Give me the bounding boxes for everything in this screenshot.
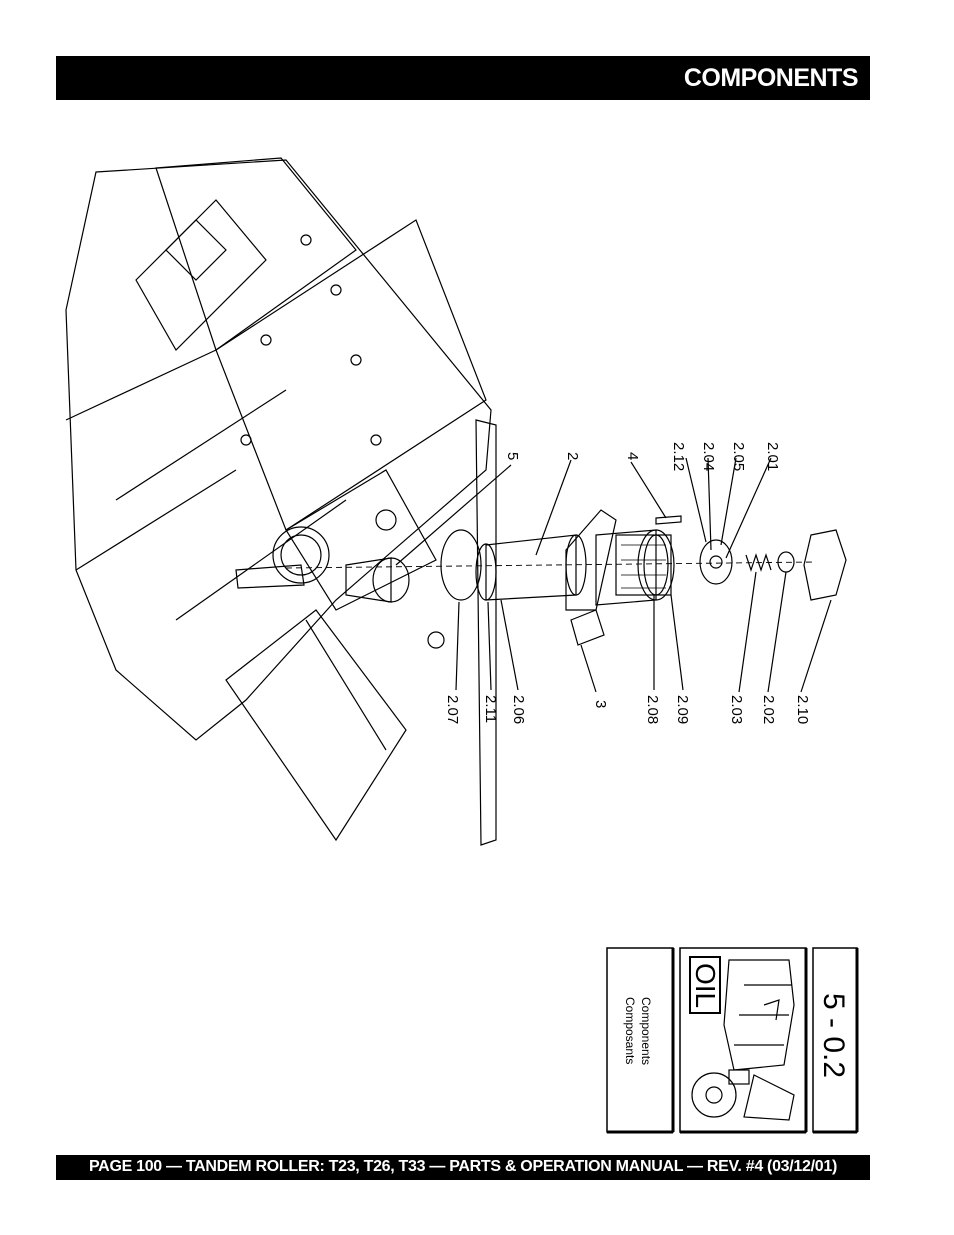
roller-icon (691, 959, 795, 1121)
thumb-label-composants: Composants (623, 997, 637, 1064)
parts-drawing: 5 2 4 2.12 2.04 2.05 2.01 2.07 2.11 2.06… (65, 157, 847, 846)
callout-2: 2 (564, 452, 581, 460)
part-2.10-cover (803, 529, 847, 601)
callout-2.04: 2.04 (700, 442, 717, 471)
part-2-tank (485, 534, 577, 601)
callout-2.05: 2.05 (730, 442, 747, 471)
thumb-image-panel (679, 947, 807, 1133)
part-2.05-cap (699, 539, 733, 585)
header-bar: COMPONENTS (56, 56, 870, 100)
tank-flange (565, 509, 617, 611)
callouts-top: 5 2 4 2.12 2.04 2.05 2.01 (504, 442, 781, 471)
thumb-oil-badge: OIL (690, 963, 721, 1008)
section-thumbnail: Components Composants OIL 5 - 0.2 (606, 947, 859, 1134)
callout-2.01: 2.01 (764, 442, 781, 471)
callout-2.08: 2.08 (644, 695, 661, 724)
callout-2.02: 2.02 (760, 695, 777, 724)
frame-outline (65, 159, 492, 741)
part-2.08-oring (643, 534, 669, 596)
thumb-label-components: Components (639, 997, 653, 1065)
vertical-bracket (475, 419, 497, 846)
callouts-bottom: 2.07 2.11 2.06 3 2.08 2.09 2.03 2.02 2.1… (444, 695, 811, 724)
callout-4: 4 (624, 452, 641, 460)
callout-2.07: 2.07 (444, 695, 461, 724)
callout-2.11: 2.11 (482, 695, 499, 723)
callout-2.03: 2.03 (728, 695, 745, 724)
part-2.09-filter-element (615, 534, 672, 596)
callout-2.09: 2.09 (674, 695, 691, 724)
thumb-oil-box (689, 956, 721, 1014)
mounting-rod (235, 564, 305, 589)
callout-2.10: 2.10 (794, 695, 811, 724)
callout-2.06: 2.06 (510, 695, 527, 724)
frame-lower-flange (225, 609, 407, 842)
part-4-bolt (655, 515, 682, 525)
footer-bar: PAGE 100 — TANDEM ROLLER: T23, T26, T33 … (56, 1155, 870, 1180)
callout-2.12: 2.12 (670, 442, 687, 471)
thumb-code-panel (812, 947, 858, 1133)
callout-5: 5 (504, 452, 521, 460)
part-2.07-oring (440, 529, 482, 601)
thumb-label-panel (606, 947, 674, 1133)
frame-top-panel (155, 157, 357, 351)
thumb-section-code: 5 - 0.2 (817, 993, 850, 1078)
part-3-fitting (570, 609, 605, 646)
callout-3: 3 (592, 700, 609, 708)
footer-text: PAGE 100 — TANDEM ROLLER: T23, T26, T33 … (89, 1158, 837, 1175)
page-title: COMPONENTS (683, 64, 859, 92)
